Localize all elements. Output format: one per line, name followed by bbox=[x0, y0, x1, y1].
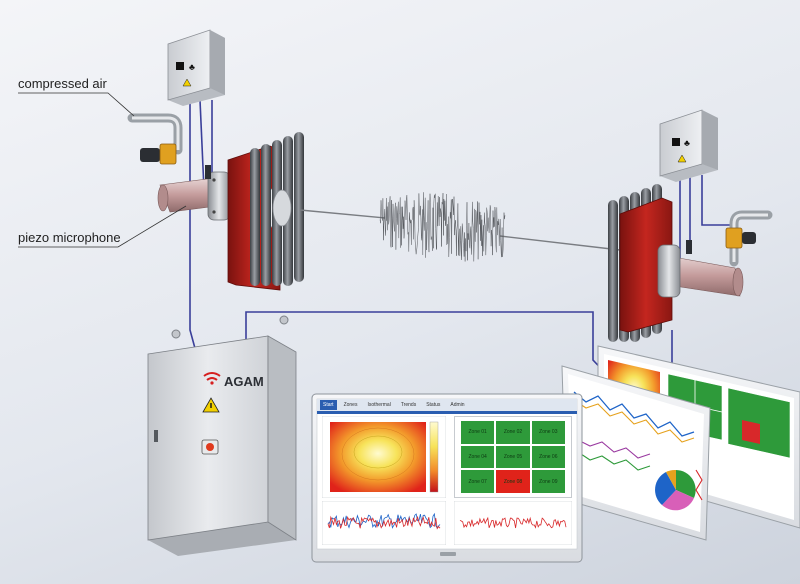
acoustic-path bbox=[299, 209, 621, 251]
svg-text:♣: ♣ bbox=[189, 62, 195, 72]
zone-cell[interactable]: Zone 09 bbox=[531, 470, 565, 493]
monitor-tab-admin[interactable]: Admin bbox=[450, 402, 465, 408]
left-junction-box: ♣ bbox=[167, 29, 225, 106]
signal-plot-left bbox=[322, 501, 446, 545]
plot-trace bbox=[327, 515, 441, 530]
monitor-tab-status[interactable]: Status bbox=[426, 402, 441, 408]
cabinet-brand: AGAM bbox=[224, 374, 264, 389]
waveform-trace bbox=[379, 192, 506, 262]
zone-cell[interactable]: Zone 03 bbox=[531, 421, 565, 444]
agam-logo-icon bbox=[203, 372, 221, 385]
temperature-heatmap-panel bbox=[322, 416, 446, 498]
zone-cell[interactable]: Zone 05 bbox=[496, 445, 530, 469]
left-piezo-lance bbox=[157, 165, 231, 221]
zone-cell[interactable]: Zone 04 bbox=[461, 445, 495, 469]
zone-cell[interactable]: Zone 08 bbox=[496, 470, 530, 493]
heatmap-color-scale bbox=[429, 421, 439, 493]
label-piezo-microphone: piezo microphone bbox=[18, 230, 121, 245]
zone-cell[interactable]: Zone 07 bbox=[461, 470, 495, 493]
monitor-tab-start[interactable]: Start bbox=[320, 400, 337, 410]
power-switch-icon[interactable] bbox=[201, 439, 219, 455]
monitor-tab-zones[interactable]: Zones bbox=[343, 402, 358, 408]
left-boiler-wall bbox=[227, 132, 304, 291]
monitor-tab-isothermal[interactable]: Isothermal bbox=[367, 402, 391, 408]
acoustic-signal-waveform bbox=[379, 192, 506, 262]
control-cabinet bbox=[147, 315, 297, 556]
zone-cell[interactable]: Zone 06 bbox=[531, 445, 565, 469]
zone-cell[interactable]: Zone 01 bbox=[461, 421, 495, 444]
signal-plot-right bbox=[454, 501, 572, 545]
plot-trace bbox=[327, 512, 441, 529]
right-piezo-lance bbox=[657, 240, 744, 298]
temperature-heatmap bbox=[330, 422, 426, 492]
warning-icon bbox=[202, 397, 220, 413]
right-boiler-wall bbox=[608, 184, 673, 342]
right-air-pipe bbox=[725, 210, 773, 267]
plot-background bbox=[454, 501, 572, 545]
svg-text:♣: ♣ bbox=[684, 138, 690, 148]
monitor-tab-trends[interactable]: Trends bbox=[400, 402, 417, 408]
monitor-tab-bar: Start Zones Isothermal Trends Status Admin bbox=[320, 400, 540, 410]
left-air-pipe bbox=[127, 113, 183, 165]
right-junction-box: ♣ bbox=[659, 109, 718, 182]
label-compressed-air: compressed air bbox=[18, 76, 107, 91]
plot-trace bbox=[459, 516, 567, 529]
zone-cell[interactable]: Zone 02 bbox=[496, 421, 530, 444]
secondary-display-front bbox=[561, 365, 711, 541]
